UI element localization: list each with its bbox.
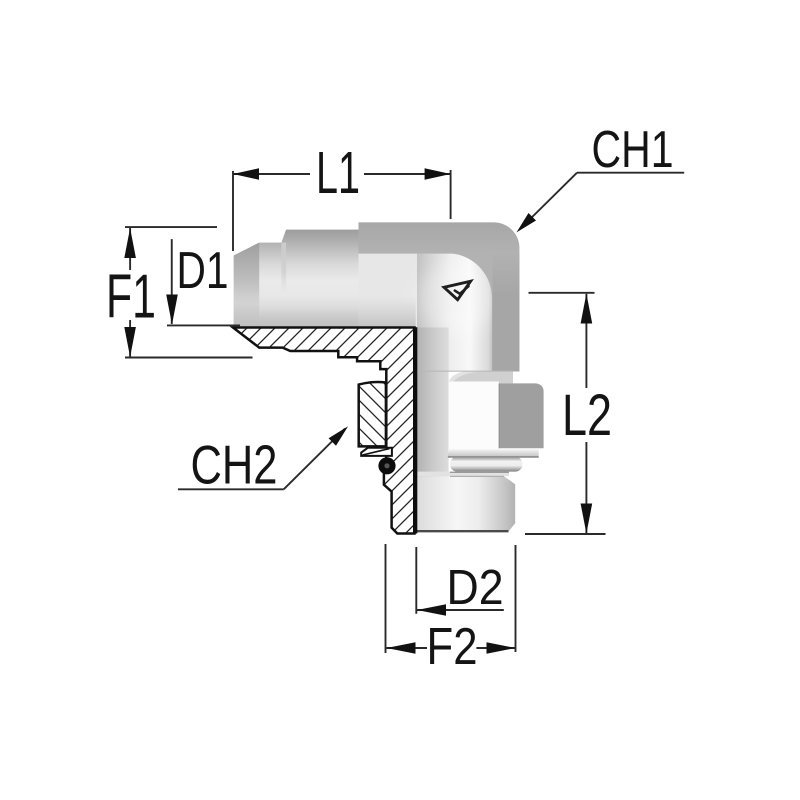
svg-text:L2: L2 <box>562 383 612 448</box>
svg-text:D2: D2 <box>447 560 504 615</box>
svg-text:CH2: CH2 <box>191 435 278 496</box>
svg-text:F2: F2 <box>427 618 478 676</box>
svg-text:L1: L1 <box>316 139 360 206</box>
svg-text:D1: D1 <box>177 242 229 300</box>
svg-text:F1: F1 <box>106 262 156 332</box>
svg-text:CH1: CH1 <box>592 121 674 179</box>
